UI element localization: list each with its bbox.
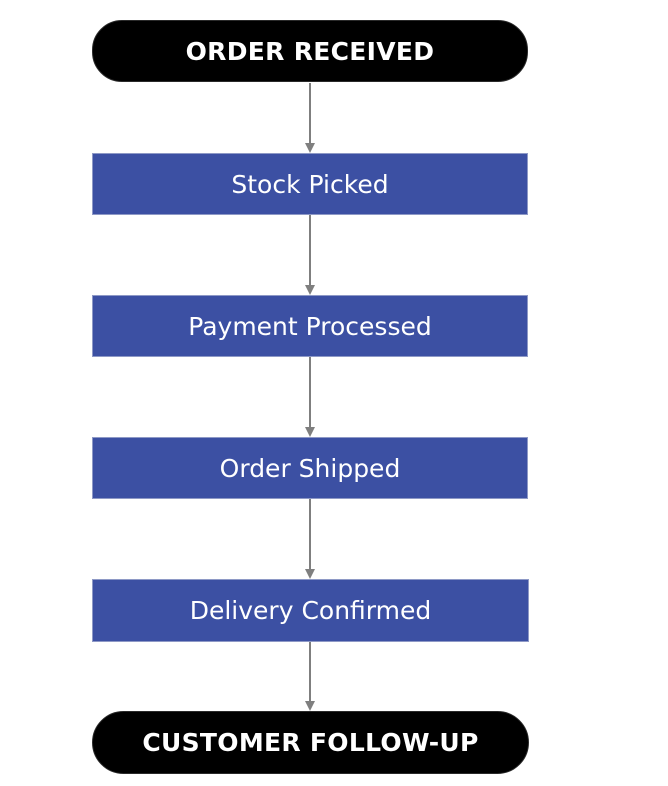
step-label: Delivery Confirmed (189, 596, 432, 625)
step-label: Stock Picked (231, 169, 389, 199)
start-terminal-label: ORDER RECEIVED (185, 36, 435, 66)
step-stock-picked: Stock Picked (92, 153, 528, 215)
start-terminal: ORDER RECEIVED (92, 20, 528, 82)
step-order-shipped: Order Shipped (92, 437, 528, 499)
step-payment-processed: Payment Processed (92, 295, 528, 357)
step-label: Payment Processed (188, 311, 432, 341)
step-delivery-confirmed: Delivery Confirmed (92, 579, 529, 642)
step-label: Order Shipped (219, 453, 401, 483)
end-terminal-label: CUSTOMER FOLLOW-UP (142, 728, 479, 757)
end-terminal: CUSTOMER FOLLOW-UP (92, 711, 529, 774)
